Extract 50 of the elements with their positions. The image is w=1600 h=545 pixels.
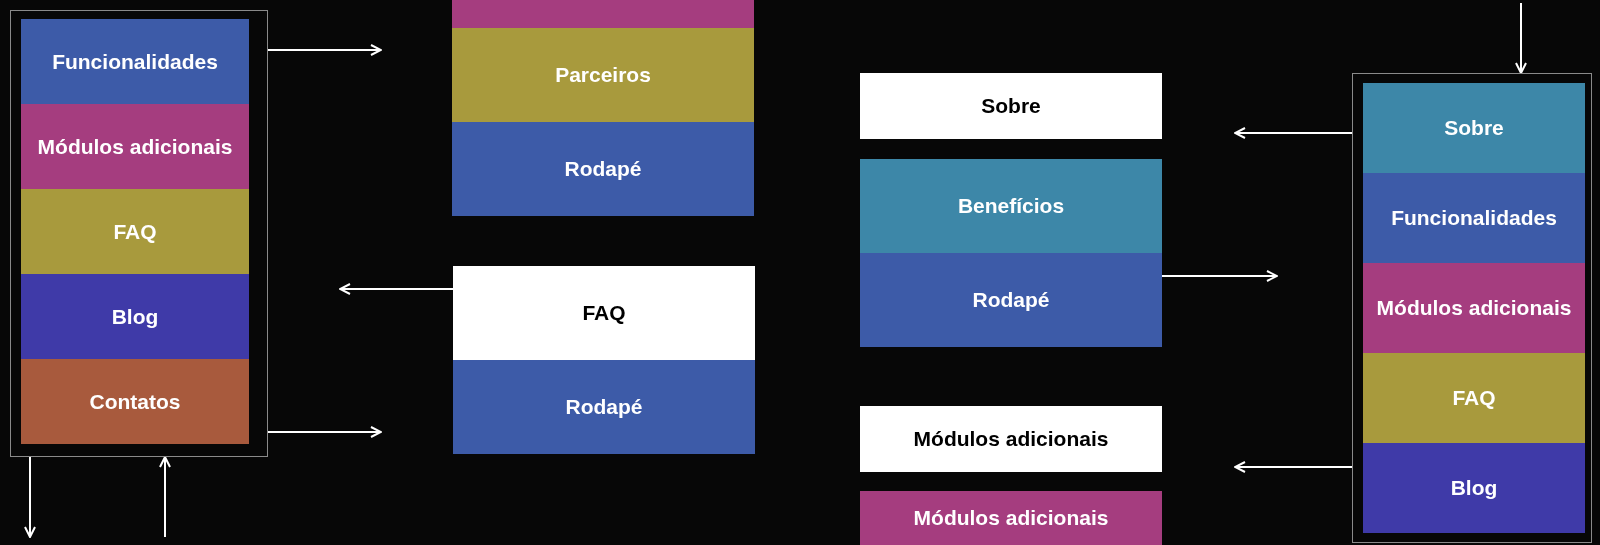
section-band [1363,353,1585,443]
section-band [452,0,754,28]
section-band [452,28,754,122]
section-label: Sobre [981,94,1041,118]
section-band [21,359,249,444]
arrow [339,283,454,295]
section-box [860,406,1162,472]
section-label: FAQ [113,219,157,244]
section-band [860,491,1162,545]
section-band [860,159,1162,253]
section-label: FAQ [1452,386,1496,410]
arrow [1234,127,1353,139]
arrow [1161,270,1278,282]
section-label: Sobre [1444,116,1504,140]
section-label: Rodapé [565,395,643,419]
section-label: Contatos [89,389,181,414]
section-box [453,266,755,360]
arrow [1515,2,1527,74]
section-band [21,104,249,189]
arrow [24,456,36,538]
section-band [860,253,1162,347]
section-band [21,274,249,359]
section-band [21,19,249,104]
arrow [1234,461,1353,473]
section-label: Benefícios [957,194,1065,218]
section-box [860,73,1162,139]
section-band [452,122,754,216]
section-label: Blog [111,304,159,329]
section-label: Rodapé [564,157,642,181]
section-band [21,189,249,274]
section-label: Módulos adicionais [1376,296,1572,320]
section-band [453,360,755,454]
arrow [159,456,171,538]
section-label: Rodapé [972,288,1050,312]
page-frame [1352,73,1592,543]
section-label: Módulos adicionais [37,134,233,159]
section-band [1363,83,1585,173]
section-label: Parceiros [555,63,651,87]
section-label: Módulos adicionais [913,427,1109,451]
section-band [1363,173,1585,263]
section-band [1363,443,1585,533]
section-label: Funcionalidades [52,49,218,74]
section-label: Módulos adicionais [913,506,1109,530]
section-label: FAQ [582,301,626,325]
arrow [267,426,382,438]
page-frame [10,10,268,457]
section-label: Blog [1450,476,1498,500]
section-label: Funcionalidades [1391,206,1557,230]
arrow [267,44,382,56]
section-band [1363,263,1585,353]
